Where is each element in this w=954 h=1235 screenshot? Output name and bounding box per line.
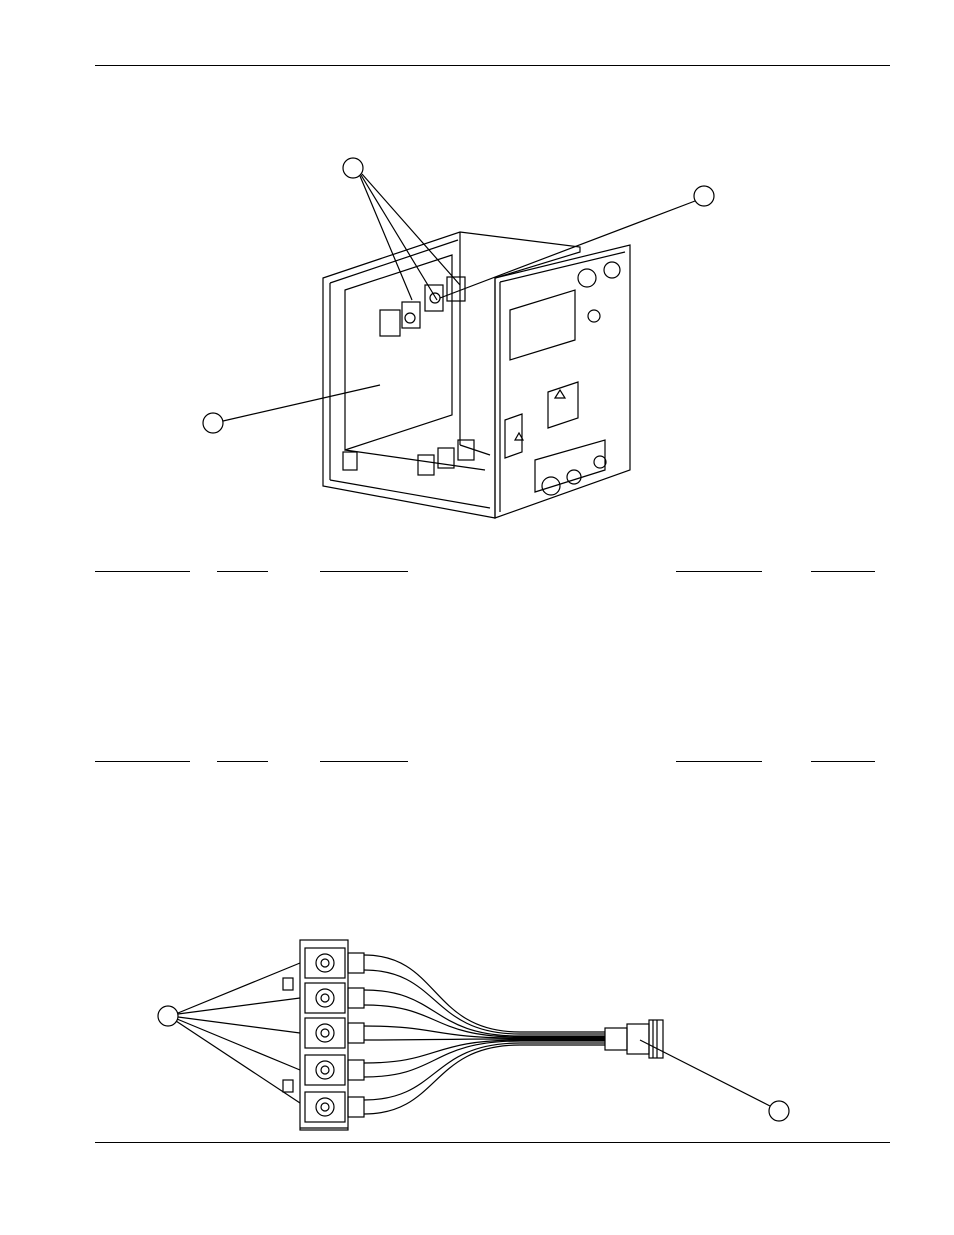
table-top-col-2-rule bbox=[217, 571, 268, 572]
table-bottom-col-3-rule bbox=[320, 761, 408, 762]
table-top-col-4-rule bbox=[676, 571, 762, 572]
table-bottom-col-4-rule bbox=[676, 761, 762, 762]
table-top-col-3-rule bbox=[320, 571, 408, 572]
footer-rule bbox=[95, 1142, 890, 1143]
table-top-col-1-rule bbox=[95, 571, 190, 572]
callout-circle-4 bbox=[157, 1005, 179, 1027]
callout-circle-3 bbox=[202, 412, 224, 434]
table-bottom-col-2-rule bbox=[217, 761, 268, 762]
table-top-col-5-rule bbox=[811, 571, 875, 572]
header-rule bbox=[95, 65, 890, 66]
callout-circle-1 bbox=[342, 157, 364, 179]
table-bottom-col-5-rule bbox=[811, 761, 875, 762]
table-bottom-col-1-rule bbox=[95, 761, 190, 762]
callout-circle-2 bbox=[693, 185, 715, 207]
console-drawing bbox=[202, 157, 715, 519]
callout-circle-5 bbox=[768, 1100, 790, 1122]
